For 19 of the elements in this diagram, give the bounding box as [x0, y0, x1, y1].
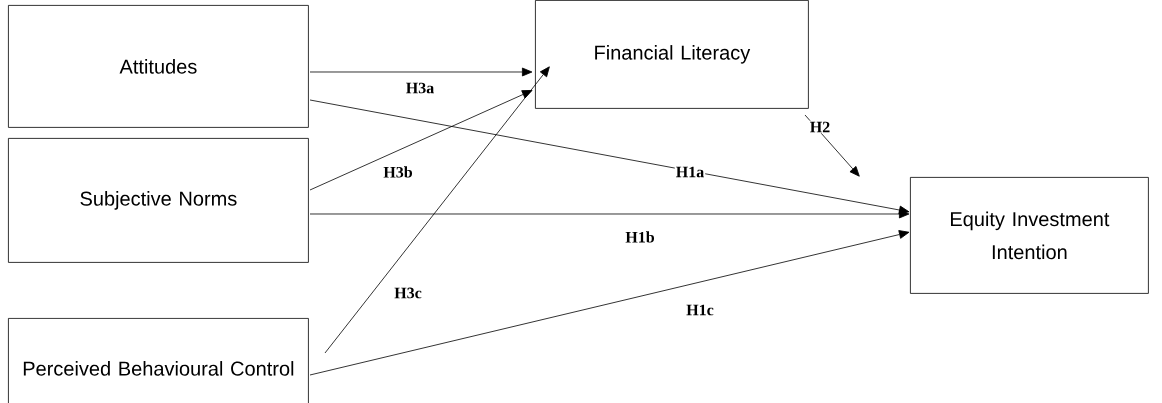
arrow [309, 99, 910, 215]
edge-label: H2 [808, 120, 832, 134]
construct-box: Attitudes [8, 5, 309, 128]
arrow [309, 209, 910, 219]
edge-label: H1c [685, 303, 715, 317]
arrow [309, 67, 533, 77]
construct-box: Subjective Norms [8, 138, 309, 263]
construct-box: Perceived Behavioural Control [8, 318, 309, 403]
edge-label: H1b [624, 230, 656, 244]
edge-label: H1a [674, 165, 706, 179]
construct-box: Equity Investment Intention [910, 177, 1149, 294]
edge-label: H3b [382, 165, 414, 179]
arrow [804, 114, 860, 177]
edge-label: H3c [393, 286, 423, 300]
edge-label: H3a [404, 81, 436, 95]
arrow [309, 230, 910, 376]
arrow [309, 90, 533, 191]
construct-box: Financial Literacy [535, 0, 809, 109]
arrow [324, 66, 550, 354]
